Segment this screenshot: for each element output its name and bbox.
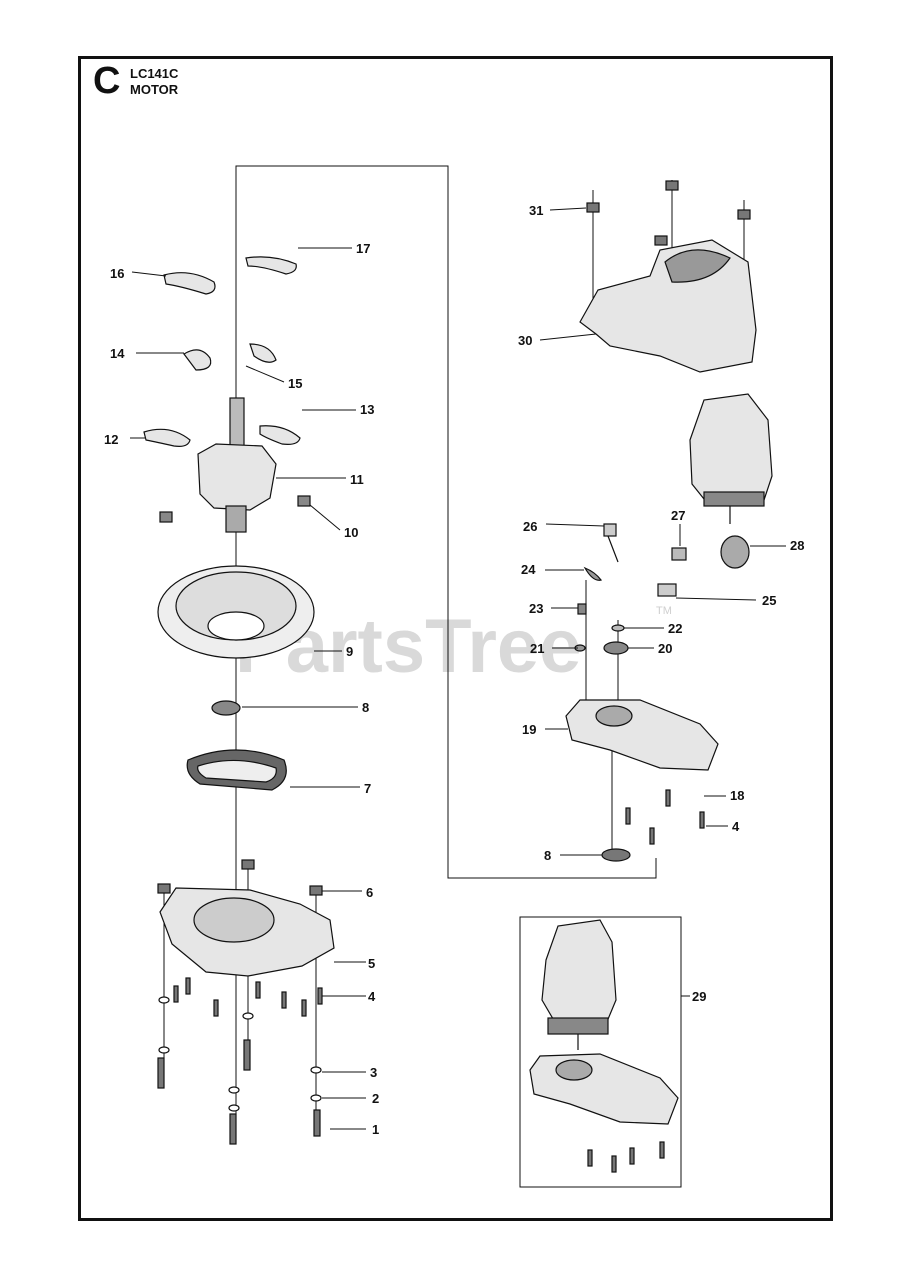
callout-24: 24 xyxy=(521,562,536,577)
bushing-20 xyxy=(603,641,629,655)
callout-8: 8 xyxy=(362,700,369,715)
callout-7: 7 xyxy=(364,781,371,796)
callout-27: 27 xyxy=(671,508,685,523)
plate-12 xyxy=(143,428,191,447)
callout-30: 30 xyxy=(518,333,532,348)
bearing-8-left xyxy=(211,700,241,716)
section-letter: C xyxy=(93,60,121,102)
callout-22: 22 xyxy=(668,621,682,636)
plate-14 xyxy=(183,349,212,371)
callout-17: 17 xyxy=(356,241,370,256)
callout-21: 21 xyxy=(530,641,544,656)
callout-2: 2 xyxy=(372,1091,379,1106)
callout-labels: 1 2 3 4 5 6 7 8 9 10 11 12 13 14 15 16 1… xyxy=(104,203,804,1137)
gearbox-sub-assembly-29 xyxy=(529,1053,679,1125)
callout-4-right: 4 xyxy=(732,819,740,834)
callout-6: 6 xyxy=(366,885,373,900)
bearing-8-right xyxy=(601,848,631,862)
leader-lines xyxy=(130,207,786,1130)
watermark-tm: TM xyxy=(656,605,672,617)
electric-motor xyxy=(689,393,773,505)
assembly-path-line xyxy=(235,165,657,879)
callout-25: 25 xyxy=(762,593,776,608)
callout-16: 16 xyxy=(110,266,124,281)
parts-drawings xyxy=(143,180,773,1173)
callout-26: 26 xyxy=(523,519,537,534)
plate-17 xyxy=(245,256,297,275)
plate-16 xyxy=(163,272,216,295)
callout-19: 19 xyxy=(522,722,536,737)
callout-3: 3 xyxy=(370,1065,377,1080)
callout-11: 11 xyxy=(350,472,364,487)
callout-1: 1 xyxy=(372,1122,379,1137)
callout-29: 29 xyxy=(692,989,706,1004)
model-number: LC141C xyxy=(130,66,179,81)
rotor-11 xyxy=(197,443,277,511)
assembly-title: MOTOR xyxy=(130,82,179,97)
callout-14: 14 xyxy=(110,346,125,361)
spring-28 xyxy=(720,535,750,569)
shaft xyxy=(229,397,245,451)
callout-23: 23 xyxy=(529,601,543,616)
callout-10: 10 xyxy=(344,525,358,540)
callout-8-right: 8 xyxy=(544,848,551,863)
callout-12: 12 xyxy=(104,432,118,447)
callout-28: 28 xyxy=(790,538,804,553)
callout-18: 18 xyxy=(730,788,744,803)
callout-13: 13 xyxy=(360,402,374,417)
diagram-frame xyxy=(78,56,833,1221)
gear-housing-19 xyxy=(565,699,719,771)
callout-5: 5 xyxy=(368,956,375,971)
callout-31: 31 xyxy=(529,203,543,218)
callout-15: 15 xyxy=(288,376,302,391)
callout-9: 9 xyxy=(346,644,353,659)
sub-assembly-box xyxy=(519,916,682,1188)
motor-sub-assembly-29 xyxy=(541,919,617,1025)
callout-4: 4 xyxy=(368,989,376,1004)
callout-20: 20 xyxy=(658,641,672,656)
